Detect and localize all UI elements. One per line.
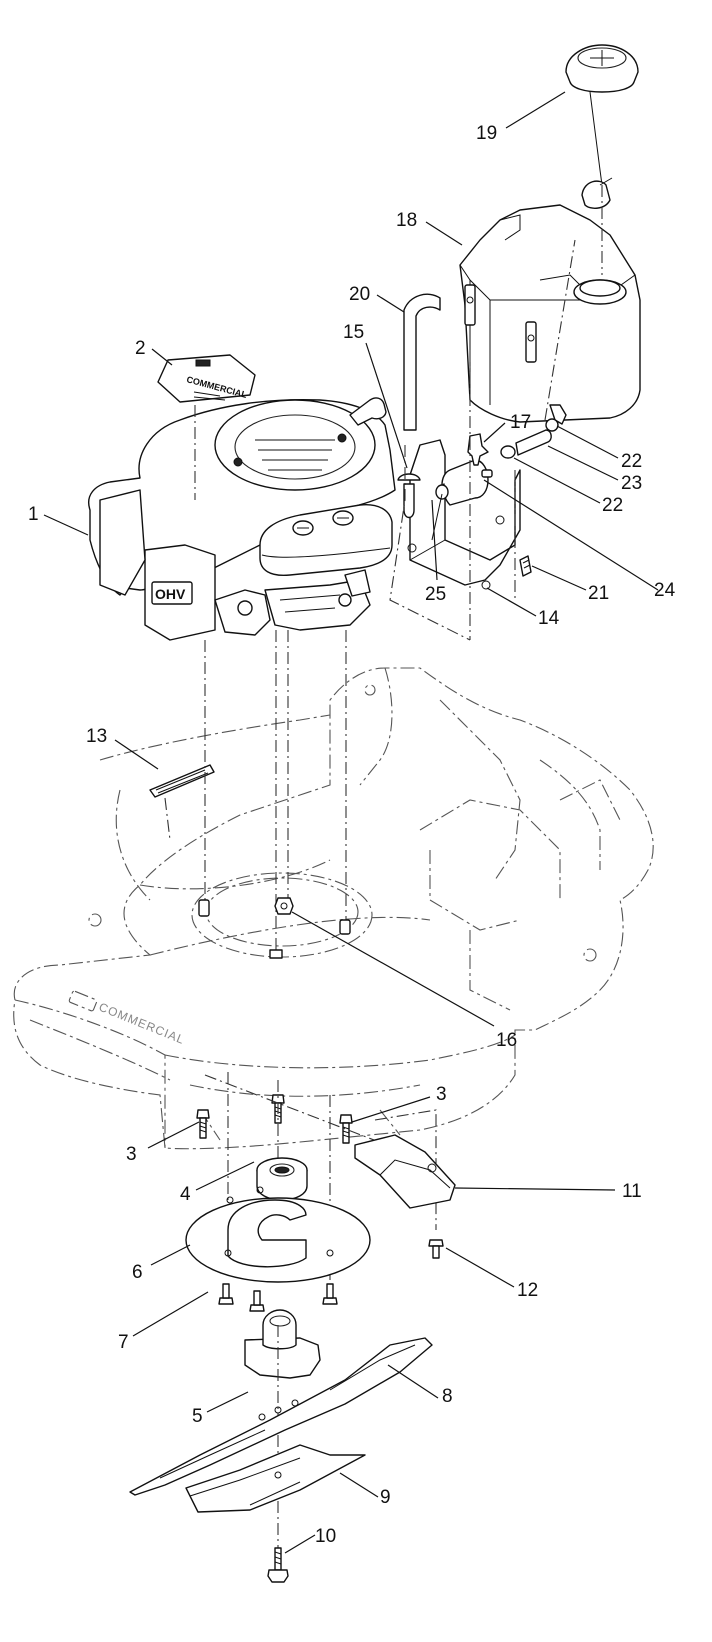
blade-bolt [267,1547,289,1583]
callout-4: 4 [180,1184,191,1205]
fuel-tank [459,204,641,425]
callout-3-left: 3 [126,1144,137,1165]
callout-8: 8 [442,1386,453,1407]
callout-10: 10 [315,1526,336,1547]
mower-deck: COMMERCIAL [13,667,654,1150]
callout-23: 23 [621,473,642,494]
sail-blade [185,1444,366,1513]
fuel-bracket [407,439,521,590]
callout-2: 2 [135,338,146,359]
callout-22-top: 22 [621,451,642,472]
callout-18: 18 [396,210,417,231]
baffle-plate [185,1186,371,1283]
callout-7: 7 [118,1332,129,1353]
deck-brand-label: COMMERCIAL [97,1000,187,1047]
leader-lines [43,91,659,1554]
callout-11: 11 [622,1181,642,1202]
fuel-hose [403,293,441,431]
callout-21: 21 [588,583,609,604]
screw-12 [428,1239,444,1259]
hose-clamps [397,418,559,577]
engine: OHV [88,397,396,641]
blade [129,1337,433,1496]
callout-13: 13 [86,726,107,747]
assembly-line-bracket-engine [389,445,471,641]
callout-19: 19 [476,123,497,144]
bearing [256,1157,308,1201]
engine-badge: OHV [155,586,186,602]
assembly-line-hose [544,239,576,421]
callout-12: 12 [517,1280,538,1301]
callout-3-right: 3 [436,1084,447,1105]
blade-adapter [244,1309,321,1379]
decal-warning [149,764,215,798]
fuel-cap [565,44,639,209]
deflector [354,1134,456,1209]
callout-labels: 1 2 3 3 4 5 6 7 8 9 10 11 12 13 14 15 16… [28,123,676,1547]
callout-6: 6 [132,1262,143,1283]
callout-17: 17 [510,412,531,433]
decal-commercial: COMMERCIAL [157,354,256,403]
fuel-filter [439,459,493,506]
callout-9: 9 [380,1487,391,1508]
bolts-7 [218,1283,338,1312]
assembly-line-deflector [204,1074,401,1151]
callout-16: 16 [496,1030,517,1051]
callout-1: 1 [28,504,39,525]
callout-25: 25 [425,584,446,605]
callout-24: 24 [654,580,676,601]
callout-15: 15 [343,322,364,343]
deck-mount-points [198,897,351,959]
callout-22-bottom: 22 [602,495,623,516]
callout-14: 14 [538,608,560,629]
callout-20: 20 [349,284,370,305]
callout-5: 5 [192,1406,203,1427]
assembly-line-decal-13 [164,797,171,841]
